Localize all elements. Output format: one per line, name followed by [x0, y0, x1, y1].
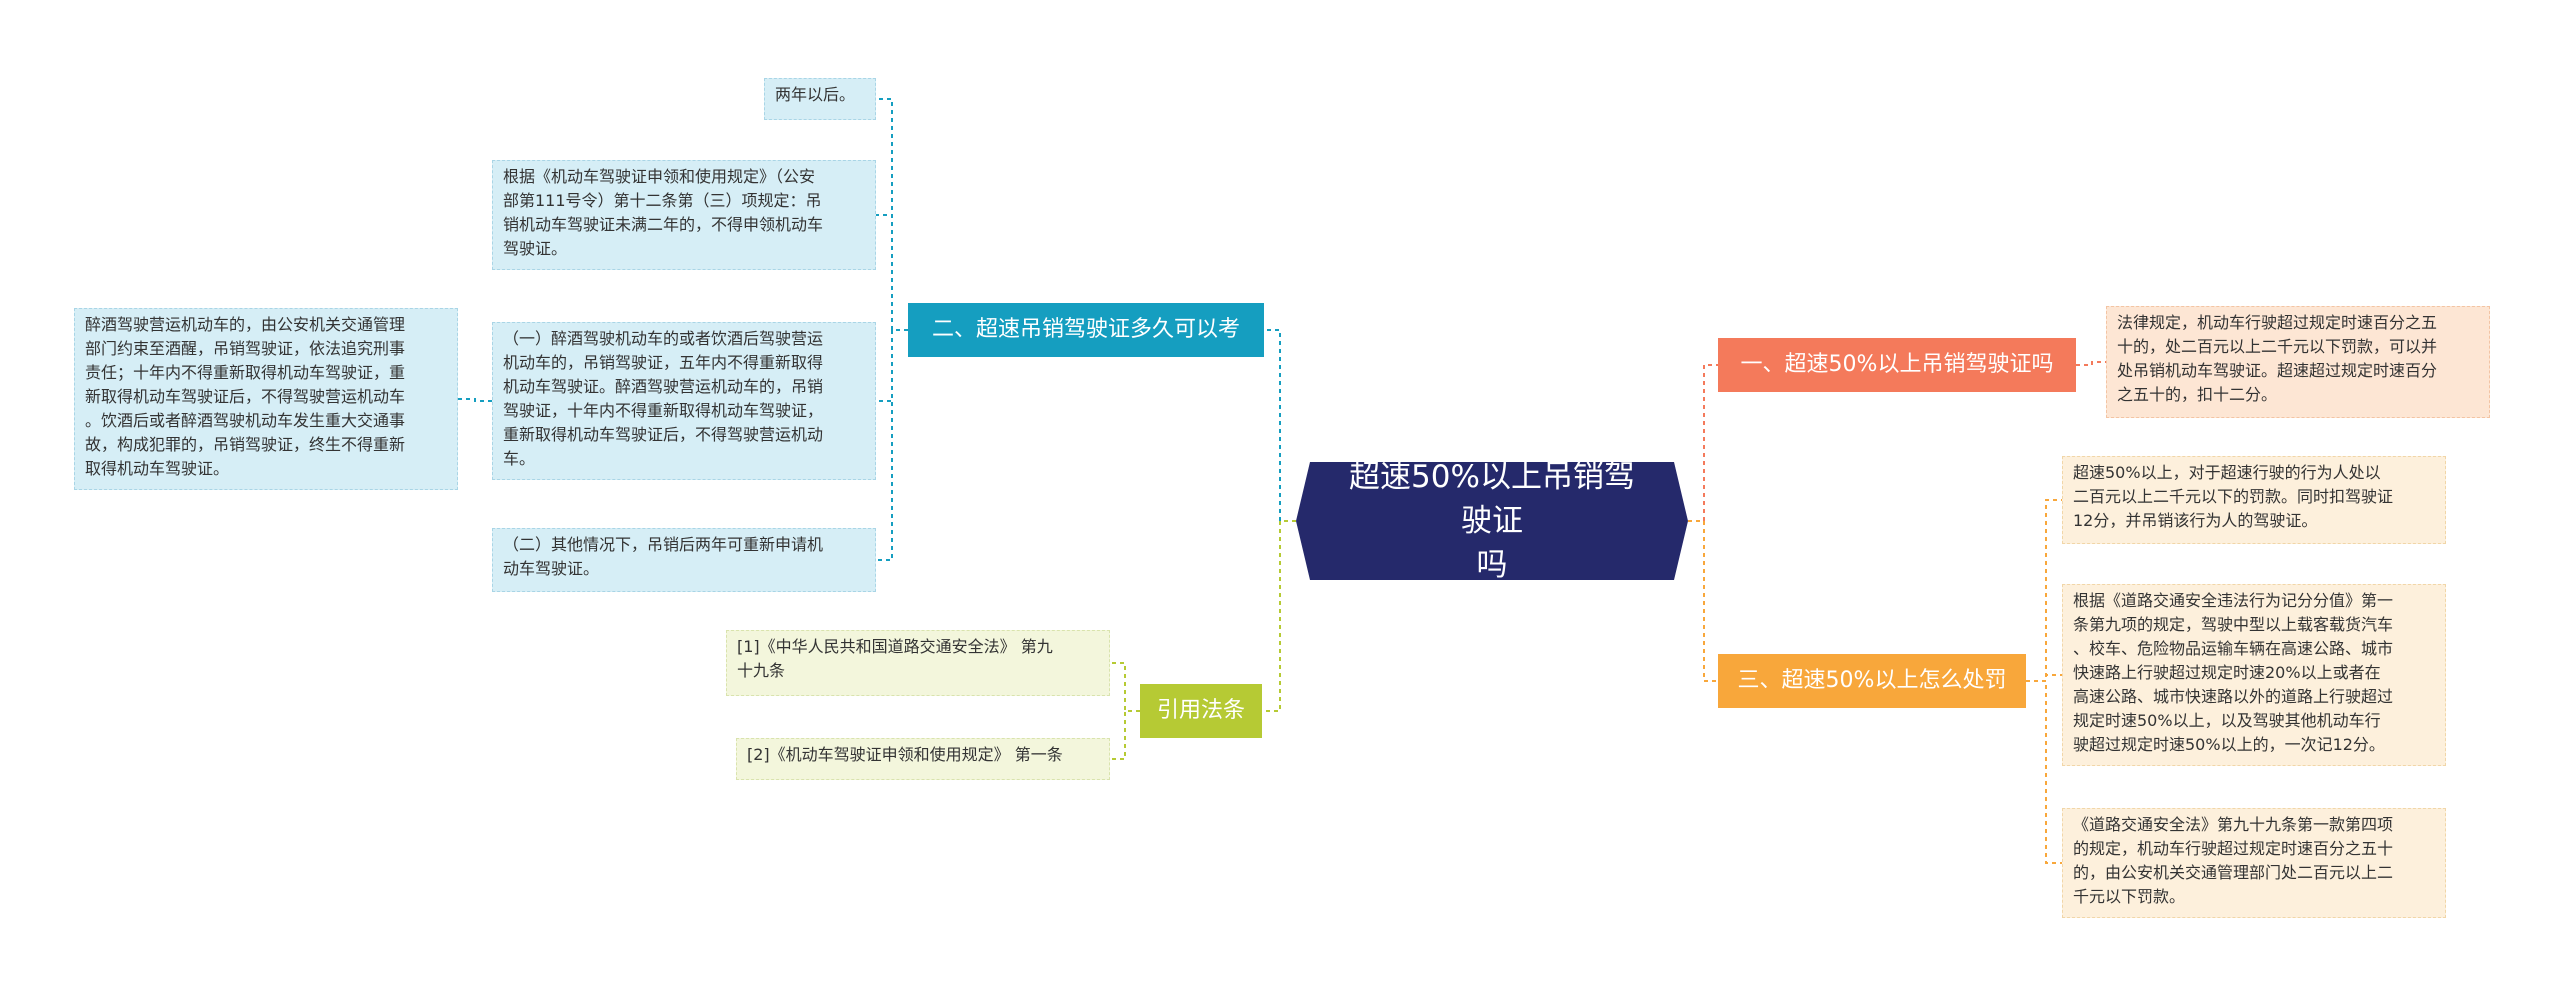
leaf-points-rule[interactable]: 根据《道路交通安全违法行为记分分值》第一 条第九项的规定，驾驶中型以上载客载货汽… — [2062, 584, 2446, 766]
root-label: 超速50%以上吊销驾驶证 吗 — [1349, 459, 1635, 583]
link-b3-over-50 — [2026, 499, 2062, 682]
branch-retest-time[interactable]: 二、超速吊销驾驶证多久可以考 — [908, 303, 1264, 357]
branch-law-references-label: 引用法条 — [1156, 698, 1245, 723]
link-b2-reg-111 — [876, 214, 908, 331]
leaf-two-years[interactable]: 两年以后。 — [764, 78, 876, 120]
link-b2-other — [876, 329, 908, 561]
branch-revoke-over-50-label: 一、超速50%以上吊销驾驶证吗 — [1740, 352, 2054, 377]
link-root-b4 — [1262, 520, 1296, 712]
link-b4-ref1 — [1110, 662, 1140, 712]
leaf-other-cases[interactable]: （二）其他情况下，吊销后两年可重新申请机 动车驾驶证。 — [492, 528, 876, 592]
leaf-over-50-penalty[interactable]: 超速50%以上，对于超速行驶的行为人处以 二百元以上二千元以下的罚款。同时扣驾驶… — [2062, 456, 2446, 544]
link-b1-legal-rule — [2076, 361, 2106, 366]
link-root-b1 — [1688, 364, 1718, 522]
leaf-traffic-law-99[interactable]: 《道路交通安全法》第九十九条第一款第四项 的规定，机动车行驶超过规定时速百分之五… — [2062, 808, 2446, 918]
root-hexagon-shape — [1296, 462, 1688, 580]
link-drunk-operating — [458, 398, 492, 402]
link-b4-ref2 — [1110, 710, 1140, 760]
link-root-b3 — [1688, 520, 1718, 682]
branch-penalty-label: 三、超速50%以上怎么处罚 — [1737, 668, 2007, 693]
link-b3-law-99 — [2026, 680, 2062, 864]
leaf-legal-rule[interactable]: 法律规定，机动车行驶超过规定时速百分之五 十的，处二百元以上二千元以下罚款，可以… — [2106, 306, 2490, 418]
leaf-drunk-driving[interactable]: （一）醉酒驾驶机动车的或者饮酒后驾驶营运 机动车的，吊销驾驶证，五年内不得重新取… — [492, 322, 876, 480]
branch-law-references[interactable]: 引用法条 — [1140, 684, 1262, 738]
branch-retest-time-label: 二、超速吊销驾驶证多久可以考 — [931, 317, 1240, 342]
leaf-law-ref-2[interactable]: [2]《机动车驾驶证申领和使用规定》 第一条 — [736, 738, 1110, 780]
branch-penalty[interactable]: 三、超速50%以上怎么处罚 — [1718, 654, 2026, 708]
leaf-regulation-111[interactable]: 根据《机动车驾驶证申领和使用规定》（公安 部第111号令）第十二条第（三）项规定… — [492, 160, 876, 270]
root-topic[interactable]: 超速50%以上吊销驾驶证 吗 — [1296, 459, 1688, 583]
leaf-law-ref-1[interactable]: [1]《中华人民共和国道路交通安全法》 第九 十九条 — [726, 630, 1110, 696]
branch-revoke-over-50[interactable]: 一、超速50%以上吊销驾驶证吗 — [1718, 338, 2076, 392]
leaf-drunk-operating-vehicle[interactable]: 醉酒驾驶营运机动车的，由公安机关交通管理 部门约束至酒醒，吊销驾驶证，依法追究刑… — [74, 308, 458, 490]
link-root-b2 — [1264, 329, 1296, 522]
